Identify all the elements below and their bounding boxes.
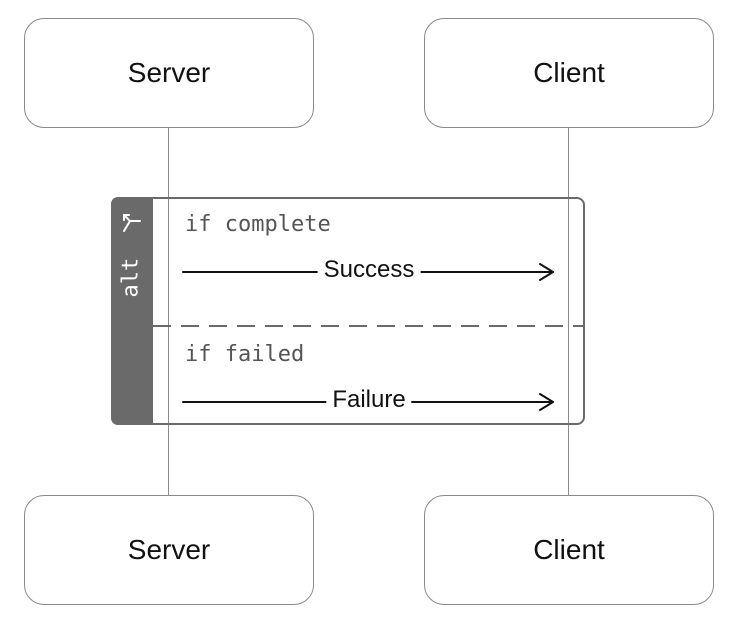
client-lifeline (568, 128, 569, 495)
participant-label: Client (533, 534, 605, 565)
participant-label: Client (533, 57, 605, 88)
participant-client-top[interactable]: Client (424, 18, 714, 128)
alt-operator-tab: alt (111, 197, 153, 425)
guard-condition-complete: if complete (185, 212, 331, 237)
participant-label: Server (127, 534, 211, 565)
participant-client-bottom[interactable]: Client (424, 495, 714, 605)
message-label-failure: Failure (326, 388, 412, 412)
participant-server-bottom[interactable]: Server (24, 495, 314, 605)
guard-condition-failed: if failed (185, 342, 305, 367)
participant-server-top[interactable]: Server (24, 18, 314, 128)
participant-label: Server (127, 57, 211, 88)
server-lifeline (168, 128, 169, 495)
message-label-success: Success (317, 258, 421, 282)
branch-icon (118, 209, 146, 237)
